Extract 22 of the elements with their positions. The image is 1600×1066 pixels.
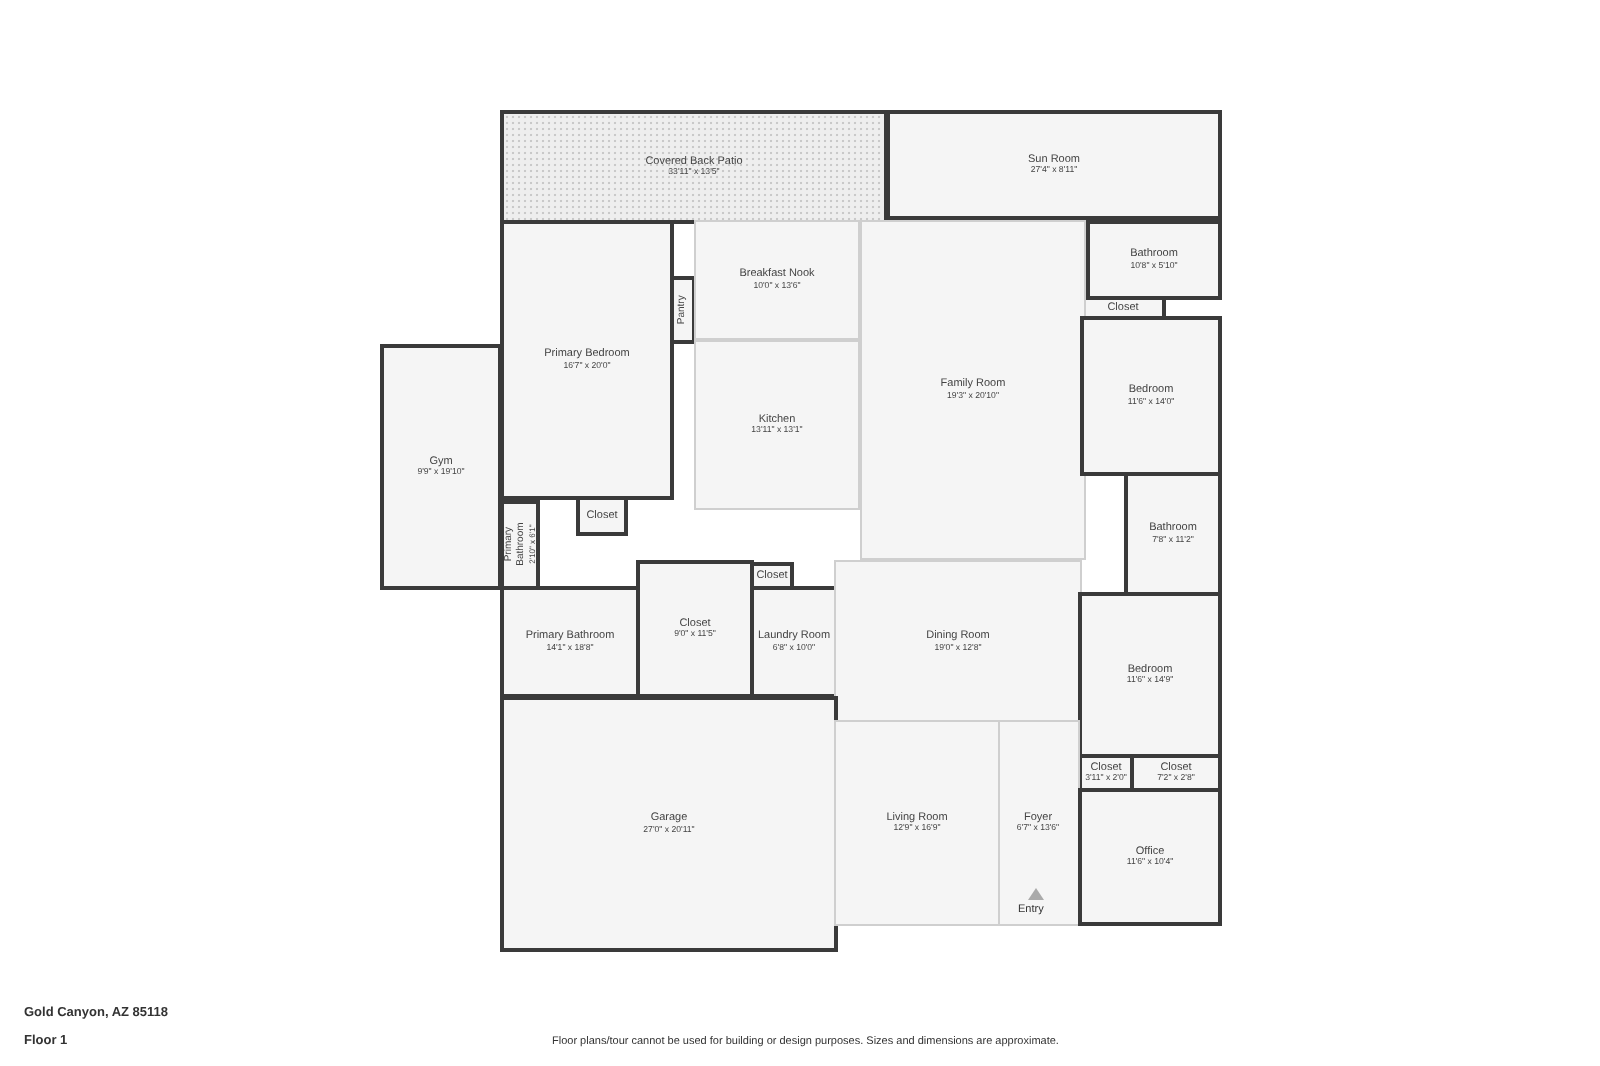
room-area: [500, 586, 640, 698]
room-area: [1078, 592, 1222, 758]
patio-area: [500, 110, 888, 224]
room-area: [636, 560, 754, 698]
room-area: [1086, 220, 1222, 300]
room-area: [834, 560, 1082, 724]
room-area: [1124, 472, 1222, 596]
room-area: [670, 276, 696, 344]
room-area: [500, 220, 674, 500]
room-area: [380, 344, 502, 590]
room-area: [860, 220, 1086, 560]
room-area: [1078, 788, 1222, 926]
room-area: [694, 220, 860, 340]
room-area: [694, 340, 860, 510]
room-area: [750, 586, 838, 698]
room-area: [996, 720, 1080, 926]
room-area: [500, 696, 838, 952]
room-area: [500, 500, 540, 590]
room-area: [576, 496, 628, 536]
room-area: [886, 110, 1222, 220]
room-area: [1080, 316, 1222, 476]
room-area: [834, 720, 1000, 926]
